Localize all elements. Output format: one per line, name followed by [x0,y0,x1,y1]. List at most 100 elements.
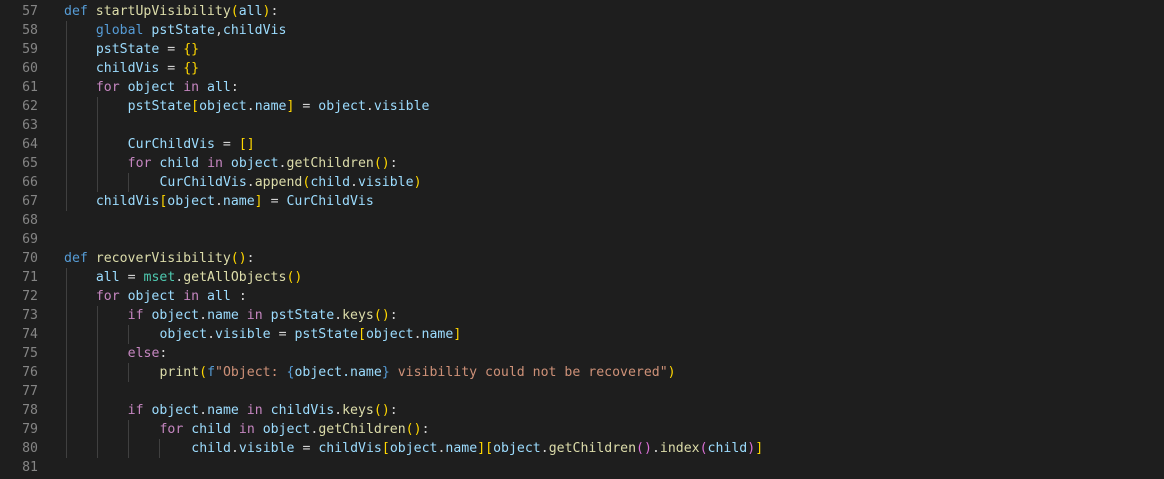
indent-guide [128,173,129,192]
code-line[interactable]: 64 CurChildVis = [] [0,135,1164,154]
indent-guide [97,135,98,154]
line-number: 76 [22,365,38,380]
code-text[interactable]: pstState[object.name] = object.visible [127,99,430,114]
indent-guide [66,325,67,344]
indent-guide [66,78,67,97]
indent-guide [66,21,67,40]
indent-guide [66,116,67,135]
code-text[interactable]: if object.name in pstState.keys(): [127,308,398,323]
indent-guide [66,363,67,382]
indent-guide [97,420,98,439]
code-line[interactable]: 57 def startUpVisibility(all): [0,2,1164,21]
code-line[interactable]: 73 if object.name in pstState.keys(): [0,306,1164,325]
indent-guide [128,325,129,344]
line-number: 75 [22,346,38,361]
line-number: 68 [22,213,38,228]
code-line[interactable]: 78 if object.name in childVis.keys(): [0,401,1164,420]
line-number: 74 [22,327,38,342]
indent-guide [66,401,67,420]
code-text[interactable]: for object in all : [95,289,247,304]
indent-guide [128,439,129,458]
indent-guide [97,97,98,116]
code-line[interactable]: 77 [0,382,1164,401]
code-line[interactable]: 74 object.visible = pstState[object.name… [0,325,1164,344]
indent-guide [97,306,98,325]
code-line[interactable]: 80 child.visible = childVis[object.name]… [0,439,1164,458]
code-line[interactable]: 75 else: [0,344,1164,363]
line-number: 59 [22,42,38,57]
line-number: 81 [22,460,38,475]
indent-guide [128,363,129,382]
code-text[interactable]: child.visible = childVis[object.name][ob… [191,441,764,456]
indent-guide [66,439,67,458]
code-line[interactable]: 69 [0,230,1164,249]
indent-guide [66,344,67,363]
indent-guide [97,173,98,192]
code-text[interactable]: global pstState,childVis [95,23,287,38]
indent-guide [97,439,98,458]
indent-guide [66,154,67,173]
code-text[interactable]: all = mset.getAllObjects() [95,270,303,285]
code-line[interactable]: 58 global pstState,childVis [0,21,1164,40]
indent-guide [128,420,129,439]
code-line[interactable]: 67 childVis[object.name] = CurChildVis [0,192,1164,211]
line-number: 67 [22,194,38,209]
code-line[interactable]: 59 pstState = {} [0,40,1164,59]
code-line[interactable]: 66 CurChildVis.append(child.visible) [0,173,1164,192]
code-text[interactable]: childVis[object.name] = CurChildVis [95,194,374,209]
code-text[interactable]: def startUpVisibility(all): [64,4,279,19]
code-line[interactable]: 76 print(f"Object: {object.name} visibil… [0,363,1164,382]
line-number: 77 [22,384,38,399]
code-line[interactable]: 81 [0,458,1164,477]
line-number: 70 [22,251,38,266]
code-line[interactable]: 79 for child in object.getChildren(): [0,420,1164,439]
code-text[interactable]: for object in all: [95,80,239,95]
code-line[interactable]: 60 childVis = {} [0,59,1164,78]
code-text[interactable]: for child in object.getChildren(): [127,156,398,171]
code-text[interactable]: def recoverVisibility(): [64,251,255,266]
code-line[interactable]: 63 [0,116,1164,135]
code-text[interactable]: print(f"Object: {object.name} visibility… [159,365,676,380]
code-text[interactable]: CurChildVis = [] [127,137,255,152]
indent-guide [97,154,98,173]
indent-guide [66,287,67,306]
code-text[interactable]: else: [127,346,168,361]
line-number: 79 [22,422,38,437]
indent-guide [97,382,98,401]
line-number: 73 [22,308,38,323]
code-text[interactable]: if object.name in childVis.keys(): [127,403,398,418]
indent-guide [66,268,67,287]
code-text[interactable]: CurChildVis.append(child.visible) [159,175,422,190]
line-number: 64 [22,137,38,152]
code-text[interactable]: for child in object.getChildren(): [159,422,430,437]
line-number: 80 [22,441,38,456]
indent-guide [66,135,67,154]
line-number: 66 [22,175,38,190]
code-text[interactable]: childVis = {} [95,61,200,76]
line-number: 69 [22,232,38,247]
code-line[interactable]: 62 pstState[object.name] = object.visibl… [0,97,1164,116]
line-number: 62 [22,99,38,114]
line-number: 61 [22,80,38,95]
code-text[interactable]: pstState = {} [95,42,200,57]
line-number: 71 [22,270,38,285]
line-number: 57 [22,4,38,19]
code-line[interactable]: 65 for child in object.getChildren(): [0,154,1164,173]
indent-guide [66,420,67,439]
code-text[interactable]: object.visible = pstState[object.name] [159,327,462,342]
code-line[interactable]: 70 def recoverVisibility(): [0,249,1164,268]
indent-guide [97,363,98,382]
code-line[interactable]: 61 for object in all: [0,78,1164,97]
line-number: 78 [22,403,38,418]
code-line[interactable]: 72 for object in all : [0,287,1164,306]
indent-guide [66,382,67,401]
code-line[interactable]: 71 all = mset.getAllObjects() [0,268,1164,287]
indent-guide [66,192,67,211]
line-number: 60 [22,61,38,76]
line-number: 72 [22,289,38,304]
code-line[interactable]: 68 [0,211,1164,230]
indent-guide [66,59,67,78]
line-number: 65 [22,156,38,171]
indent-guide [97,344,98,363]
